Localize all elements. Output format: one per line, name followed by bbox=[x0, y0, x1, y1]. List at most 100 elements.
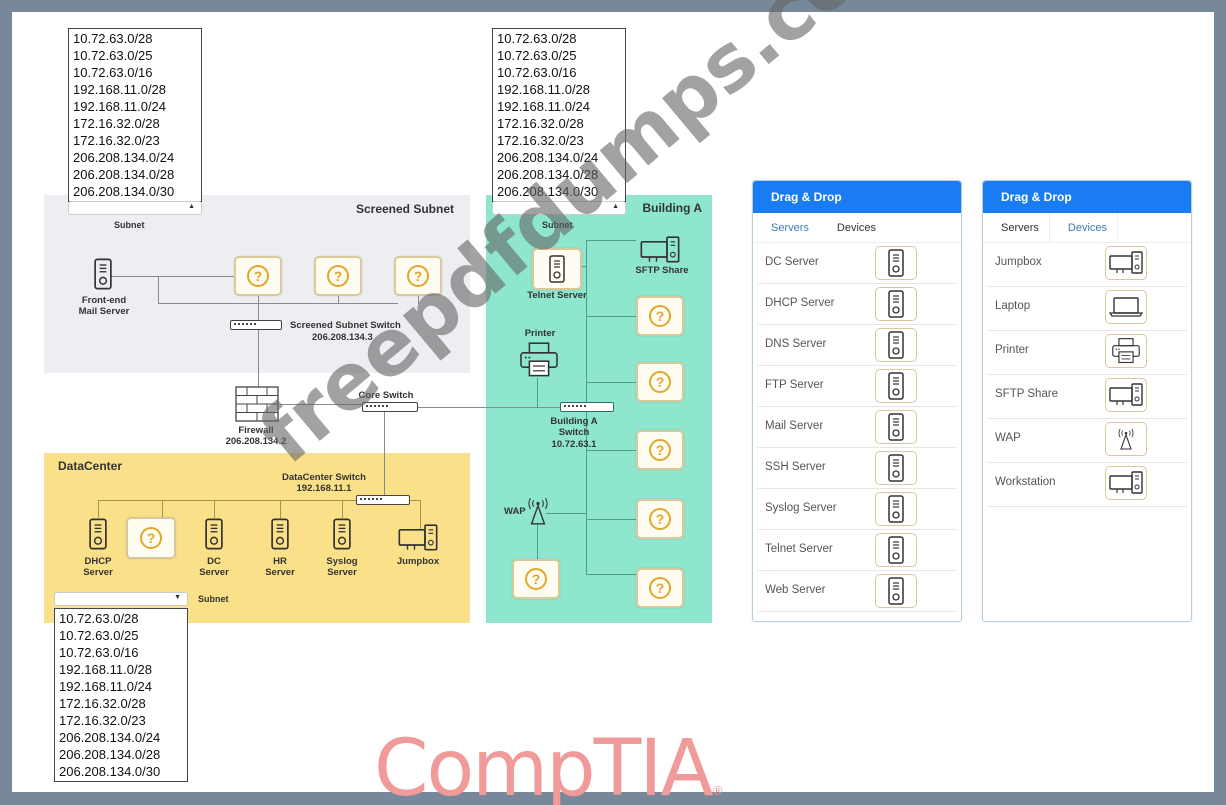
comptia-logo: CompTIA® bbox=[374, 724, 724, 805]
tab-servers[interactable]: Servers bbox=[771, 222, 809, 234]
subnet-option[interactable]: 206.208.134.0/30 bbox=[73, 184, 175, 199]
subnet-option[interactable]: 172.16.32.0/23 bbox=[73, 133, 160, 148]
subnet-option[interactable]: 10.72.63.0/28 bbox=[73, 31, 153, 46]
item-label: SFTP Share bbox=[995, 388, 1059, 400]
subnet-option[interactable]: 206.208.134.0/24 bbox=[497, 150, 599, 165]
subnet-option[interactable]: 206.208.134.0/28 bbox=[59, 747, 161, 762]
draggable-item[interactable]: WAP bbox=[987, 419, 1187, 463]
datacenter-placeholder[interactable]: ? bbox=[126, 517, 176, 559]
building-placeholder-5[interactable]: ? bbox=[636, 568, 684, 608]
subnet-option[interactable]: 206.208.134.0/24 bbox=[73, 150, 175, 165]
subnet-option[interactable]: 192.168.11.0/28 bbox=[73, 82, 167, 97]
screened-subnet-options[interactable]: 10.72.63.0/28 10.72.63.0/25 10.72.63.0/16 1… bbox=[68, 28, 202, 202]
server-icon[interactable] bbox=[875, 328, 917, 362]
building-a-switch-label: Building A Switch bbox=[550, 416, 598, 438]
building-placeholder-2[interactable]: ? bbox=[636, 362, 684, 402]
draggable-item[interactable]: Printer bbox=[987, 331, 1187, 375]
screened-placeholder-3[interactable]: ? bbox=[394, 256, 442, 296]
building-placeholder-1[interactable]: ? bbox=[636, 296, 684, 336]
subnet-option[interactable]: 192.168.11.0/24 bbox=[73, 99, 167, 114]
subnet-option[interactable]: 10.72.63.0/28 bbox=[59, 611, 139, 626]
draggable-item[interactable]: DHCP Server bbox=[757, 284, 957, 325]
subnet-option[interactable]: 192.168.11.0/24 bbox=[497, 99, 591, 114]
draggable-item[interactable]: FTP Server bbox=[757, 366, 957, 407]
server-icon[interactable] bbox=[875, 410, 917, 444]
draggable-item[interactable]: Workstation bbox=[987, 463, 1187, 507]
subnet-option[interactable]: 192.168.11.0/24 bbox=[59, 679, 153, 694]
telnet-server-icon bbox=[549, 255, 565, 283]
server-icon[interactable] bbox=[875, 533, 917, 567]
screened-placeholder-2[interactable]: ? bbox=[314, 256, 362, 296]
datacenter-subnet-select[interactable]: ▼ bbox=[54, 592, 188, 606]
subnet-option[interactable]: 192.168.11.0/28 bbox=[497, 82, 591, 97]
draggable-item[interactable]: Web Server bbox=[757, 571, 957, 612]
item-label: Printer bbox=[995, 344, 1029, 356]
building-a-subnet-select[interactable]: ▲ bbox=[492, 201, 626, 215]
item-label: Web Server bbox=[765, 584, 826, 596]
draggable-item[interactable]: Laptop bbox=[987, 287, 1187, 331]
datacenter-subnet-options[interactable]: 10.72.63.0/28 10.72.63.0/25 10.72.63.0/16 1… bbox=[54, 608, 188, 782]
datacenter-switch-icon bbox=[356, 495, 410, 505]
subnet-option[interactable]: 172.16.32.0/23 bbox=[59, 713, 146, 728]
subnet-option[interactable]: 172.16.32.0/23 bbox=[497, 133, 584, 148]
subnet-option[interactable]: 192.168.11.0/28 bbox=[59, 662, 153, 677]
subnet-option[interactable]: 10.72.63.0/28 bbox=[497, 31, 577, 46]
draggable-item[interactable]: SSH Server bbox=[757, 448, 957, 489]
subnet-option[interactable]: 10.72.63.0/25 bbox=[59, 628, 139, 643]
printer-icon bbox=[518, 342, 560, 378]
subnet-option[interactable]: 172.16.32.0/28 bbox=[73, 116, 160, 131]
firewall-ip: 206.208.134.2 bbox=[225, 436, 287, 447]
printer-icon[interactable] bbox=[1105, 334, 1147, 368]
item-label: Syslog Server bbox=[765, 502, 837, 514]
draggable-item[interactable]: Jumpbox bbox=[987, 243, 1187, 287]
screened-subnet-select[interactable]: ▲ bbox=[68, 201, 202, 215]
draggable-item[interactable]: Telnet Server bbox=[757, 530, 957, 571]
subnet-option[interactable]: 206.208.134.0/30 bbox=[59, 764, 161, 779]
server-icon[interactable] bbox=[875, 287, 917, 321]
subnet-option[interactable]: 10.72.63.0/16 bbox=[73, 65, 153, 80]
screened-subnet-switch-icon bbox=[230, 320, 282, 330]
front-end-mail-server-icon bbox=[94, 258, 112, 290]
draggable-item[interactable]: Syslog Server bbox=[757, 489, 957, 530]
wap-icon[interactable] bbox=[1105, 422, 1147, 456]
workstation-icon[interactable] bbox=[1105, 466, 1147, 500]
subnet-option[interactable]: 172.16.32.0/28 bbox=[59, 696, 146, 711]
server-icon[interactable] bbox=[875, 451, 917, 485]
server-icon[interactable] bbox=[875, 369, 917, 403]
subnet-option[interactable]: 172.16.32.0/28 bbox=[497, 116, 584, 131]
draggable-item[interactable]: SFTP Share bbox=[987, 375, 1187, 419]
jumpbox-icon bbox=[398, 524, 438, 552]
workstation-icon[interactable] bbox=[1105, 378, 1147, 412]
jumpbox-label: Jumpbox bbox=[396, 556, 440, 567]
telnet-server-tile[interactable] bbox=[532, 248, 582, 290]
draggable-item[interactable]: Mail Server bbox=[757, 407, 957, 448]
question-icon: ? bbox=[649, 371, 671, 393]
datacenter-switch-label: DataCenter Switch bbox=[282, 472, 366, 483]
subnet-option[interactable]: 10.72.63.0/16 bbox=[59, 645, 139, 660]
subnet-option[interactable]: 206.208.134.0/30 bbox=[497, 184, 599, 199]
subnet-option[interactable]: 206.208.134.0/28 bbox=[73, 167, 175, 182]
building-placeholder-3[interactable]: ? bbox=[636, 430, 684, 470]
building-placeholder-wap[interactable]: ? bbox=[512, 559, 560, 599]
server-icon[interactable] bbox=[875, 574, 917, 608]
tab-devices[interactable]: Devices bbox=[836, 222, 877, 234]
screened-placeholder-1[interactable]: ? bbox=[234, 256, 282, 296]
subnet-option[interactable]: 206.208.134.0/24 bbox=[59, 730, 161, 745]
subnet-option[interactable]: 206.208.134.0/28 bbox=[497, 167, 599, 182]
telnet-server-label: Telnet Server bbox=[527, 290, 587, 301]
workstation-icon[interactable] bbox=[1105, 246, 1147, 280]
draggable-item[interactable]: DNS Server bbox=[757, 325, 957, 366]
tab-servers[interactable]: Servers bbox=[1001, 222, 1039, 234]
subnet-option[interactable]: 10.72.63.0/25 bbox=[73, 48, 153, 63]
building-placeholder-4[interactable]: ? bbox=[636, 499, 684, 539]
server-icon[interactable] bbox=[875, 246, 917, 280]
subnet-option[interactable]: 10.72.63.0/25 bbox=[497, 48, 577, 63]
draggable-item[interactable]: DC Server bbox=[757, 243, 957, 284]
subnet-option[interactable]: 10.72.63.0/16 bbox=[497, 65, 577, 80]
server-icon[interactable] bbox=[875, 492, 917, 526]
laptop-icon[interactable] bbox=[1105, 290, 1147, 324]
building-a-subnet-options[interactable]: 10.72.63.0/28 10.72.63.0/25 10.72.63.0/16 1… bbox=[492, 28, 626, 202]
tab-devices[interactable]: Devices bbox=[1048, 213, 1119, 242]
